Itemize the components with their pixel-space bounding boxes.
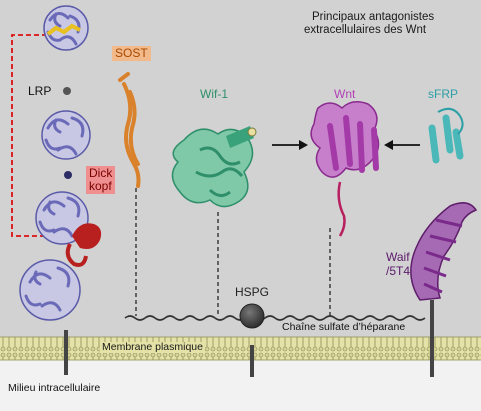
waif-protein [410,202,478,301]
lrp-propeller-2 [41,110,91,160]
lrp-dickkopf-link [11,34,72,237]
arrows-to-wnt [272,140,420,150]
membrane-label: Membrane plasmique [100,341,205,353]
lrp-label: LRP [28,84,52,98]
lrp-binding-site [46,23,81,36]
sost-protein [118,72,141,188]
diagram-title-line-2: extracellulaires des Wnt [304,24,427,36]
dickkopf-protein [65,223,102,267]
lrp-protein [19,5,91,321]
sfrp-protein [428,107,464,164]
waif-label: Waif /5T4 [386,250,410,278]
lrp-propeller-4 [19,259,81,321]
heparan-chain-label: Chaîne sulfate d’héparane [282,321,406,333]
heparan-sulfate-chain [124,315,426,321]
wnt-label: Wnt [334,87,356,101]
diagram-title-line-1: Principaux antagonistes [312,11,435,23]
hspg-core [239,303,265,329]
dickkopf-label: Dick kopf [86,166,116,194]
intracellular-region [0,360,481,411]
wif1-protein [171,126,257,208]
plasma-membrane [0,337,481,360]
lrp-hinge-dot [64,171,72,179]
dashed-tethers [135,188,331,316]
lrp-hinge-dot [63,87,71,95]
dickkopf-label-line-1: Dick [89,166,113,180]
waif-label-line-1: Waif [386,250,410,264]
intracellular-label: Milieu intracellulaire [8,382,101,394]
waif-label-line-2: /5T4 [386,264,411,278]
dickkopf-label-line-2: kopf [89,179,112,193]
hspg-label: HSPG [235,285,270,299]
wif1-label: Wif-1 [200,87,228,101]
sfrp-label: sFRP [428,87,458,101]
sost-label: SOST [112,46,151,61]
transmembrane-anchors [64,300,434,377]
wnt-protein [310,101,380,237]
